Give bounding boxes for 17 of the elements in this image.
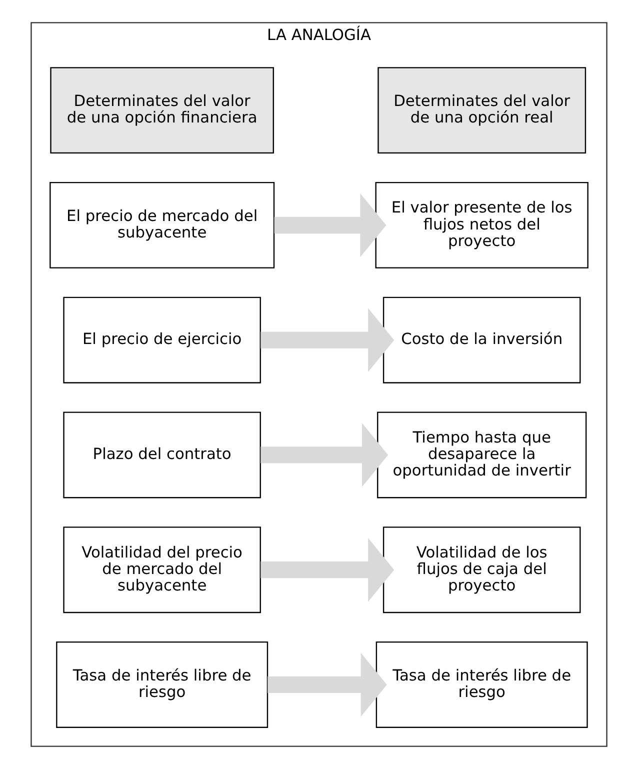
node-box: Plazo del contrato <box>62 412 260 498</box>
node-box: Volatilidad del precio de mercado del subyacente <box>62 526 260 614</box>
node-box: Tasa de interés libre de riesgo <box>375 642 588 728</box>
node-box: Volatilidad de los flujos de caja del proyecto <box>382 526 580 614</box>
arrow <box>267 652 386 717</box>
arrow <box>260 423 388 487</box>
node-box: Costo de la inversión <box>382 296 580 384</box>
arrow <box>260 538 394 602</box>
node-box: El valor presente de los flujos netos del proyecto <box>374 182 588 268</box>
node-box: Tasa de interés libre de riesgo <box>56 642 268 728</box>
node-box: El precio de ejercicio <box>62 296 260 384</box>
arrow <box>260 308 394 372</box>
node-box: Tiempo hasta que desaparece la oportunidad de invertir <box>376 412 586 498</box>
arrow <box>274 193 386 258</box>
node-box: Determinates del valor de una opción real <box>377 67 586 154</box>
node-box: El precio de mercado del subyacente <box>49 182 274 268</box>
node-box: Determinates del valor de una opción financiera <box>50 67 274 154</box>
